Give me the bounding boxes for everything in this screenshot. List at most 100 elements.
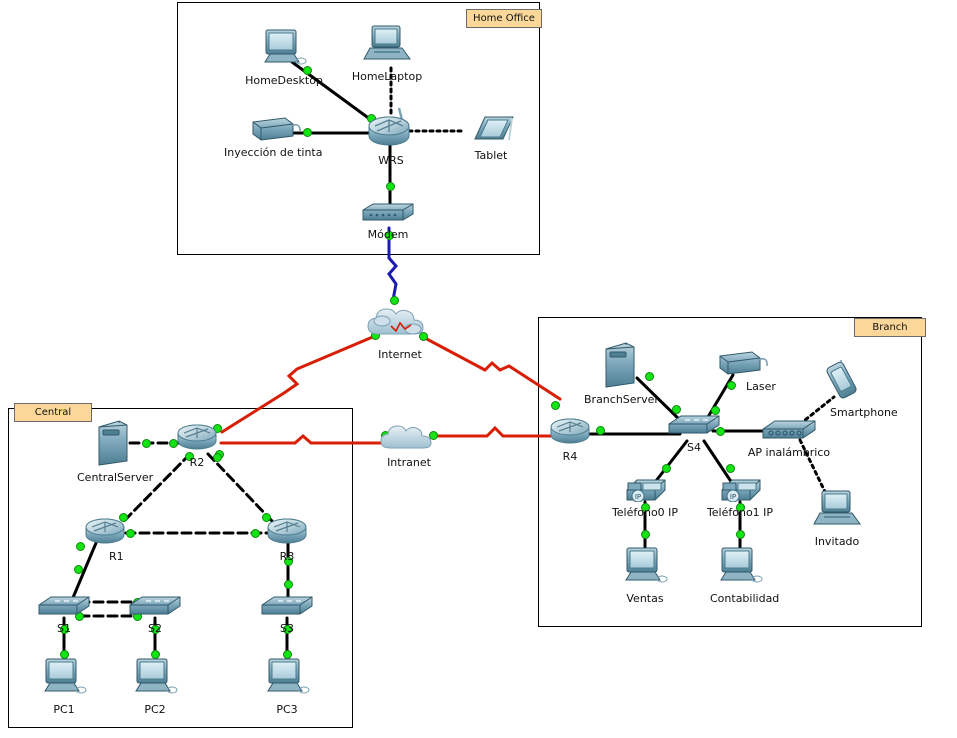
device-label: S2: [148, 622, 162, 635]
zone-label-home-office: Home Office: [466, 9, 542, 28]
device-r1[interactable]: R1: [80, 516, 130, 563]
device-r4[interactable]: R4: [545, 416, 595, 463]
tablet-icon: [462, 113, 520, 149]
inkjet-printer-icon: [249, 114, 302, 146]
status-dot: [662, 464, 671, 473]
device-label: PC2: [144, 703, 166, 716]
device-telefono1-ip[interactable]: IP Teléfono1 IP: [703, 474, 777, 519]
device-pc3[interactable]: PC3: [257, 657, 317, 716]
device-label: Tablet: [474, 149, 508, 162]
status-dot: [385, 231, 394, 240]
desktop-pc-icon: [257, 657, 317, 703]
device-invitado[interactable]: Invitado: [804, 489, 870, 548]
status-dot: [284, 580, 293, 589]
device-branchserver[interactable]: BranchServer: [584, 339, 659, 406]
status-dot: [641, 530, 650, 539]
device-r2[interactable]: R2: [172, 422, 222, 469]
status-dot: [736, 530, 745, 539]
device-pc1[interactable]: PC1: [34, 657, 94, 716]
device-label: S3: [280, 622, 294, 635]
device-ventas[interactable]: Ventas: [615, 546, 675, 605]
device-laser[interactable]: Laser: [716, 348, 776, 393]
status-dot: [711, 406, 720, 415]
laptop-icon: [347, 24, 427, 70]
device-label: R1: [109, 550, 124, 563]
device-s4[interactable]: S4: [665, 413, 723, 454]
device-label: PC3: [276, 703, 298, 716]
status-dot: [262, 513, 271, 522]
device-label: Ventas: [626, 592, 664, 605]
router-icon: [172, 422, 222, 456]
device-label: AP inalámbrico: [747, 446, 831, 459]
status-dot: [390, 296, 399, 305]
status-dot: [74, 565, 83, 574]
status-dot: [303, 66, 312, 75]
device-modem[interactable]: Módem: [357, 200, 419, 241]
router-icon: [545, 416, 595, 450]
status-dot: [251, 529, 260, 538]
ip-phone-icon: IP: [703, 474, 777, 506]
internet-cloud-icon: [364, 304, 436, 348]
smartphone-icon: [806, 355, 878, 406]
device-s2[interactable]: S2: [125, 594, 185, 635]
device-s3[interactable]: S3: [257, 594, 317, 635]
device-tablet[interactable]: Tablet: [462, 113, 520, 162]
device-homelaptop[interactable]: HomeLaptop: [347, 24, 427, 83]
device-homedesktop[interactable]: HomeDesktop: [244, 28, 324, 87]
svg-text:IP: IP: [730, 493, 736, 501]
device-ap-inalambrico[interactable]: AP inalámbrico: [741, 418, 837, 459]
status-dot: [303, 128, 312, 137]
device-label: Invitado: [814, 535, 860, 548]
ip-phone-icon: IP: [608, 474, 682, 506]
switch-icon: [665, 413, 723, 441]
zone-central: [8, 408, 353, 728]
device-intranet[interactable]: Intranet: [378, 422, 440, 469]
device-centralserver[interactable]: CentralServer: [77, 417, 153, 484]
desktop-pc-icon: [125, 657, 185, 703]
device-telefono0-ip[interactable]: IP Teléfono0 IP: [608, 474, 682, 519]
status-dot: [645, 372, 654, 381]
device-label: R2: [189, 456, 205, 469]
device-label: S4: [687, 441, 701, 454]
device-label: Módem: [367, 228, 409, 241]
device-label: Inyección de tinta: [224, 146, 323, 159]
status-dot: [736, 503, 745, 512]
wireless-ap-icon: [741, 418, 837, 446]
device-label: WRS: [378, 154, 404, 167]
status-dot: [641, 503, 650, 512]
desktop-pc-icon: [244, 28, 324, 74]
device-label: Smartphone: [830, 406, 898, 419]
device-pc2[interactable]: PC2: [125, 657, 185, 716]
status-dot: [60, 625, 69, 634]
device-label: BranchServer: [584, 393, 659, 406]
status-dot: [284, 557, 293, 566]
laser-printer-icon: [716, 348, 770, 380]
device-label: Laser: [746, 380, 776, 393]
server-icon: [584, 339, 656, 393]
status-dot: [126, 529, 135, 538]
device-smartphone[interactable]: Smartphone: [806, 355, 898, 419]
status-dot: [151, 625, 160, 634]
device-label: Intranet: [387, 456, 431, 469]
switch-icon: [257, 594, 317, 622]
status-dot: [726, 464, 735, 473]
zone-branch: [538, 317, 922, 627]
device-internet[interactable]: Internet: [364, 304, 436, 361]
status-dot: [419, 332, 428, 341]
device-contabilidad[interactable]: Contabilidad: [710, 546, 779, 605]
status-dot: [185, 452, 194, 461]
status-dot: [386, 182, 395, 191]
zone-label-branch: Branch: [854, 318, 926, 337]
status-dot: [672, 405, 681, 414]
device-s1[interactable]: S1: [34, 594, 94, 635]
device-r3[interactable]: R3: [262, 516, 312, 563]
laptop-icon: [804, 489, 870, 535]
device-label: R4: [562, 450, 578, 463]
router-icon: [262, 516, 312, 550]
status-dot: [429, 431, 438, 440]
device-inyeccion-de-tinta[interactable]: Inyección de tinta: [224, 114, 322, 159]
desktop-pc-icon: [615, 546, 675, 592]
device-wrs[interactable]: WRS: [358, 106, 424, 167]
status-dot: [119, 513, 128, 522]
status-dot: [76, 542, 85, 551]
